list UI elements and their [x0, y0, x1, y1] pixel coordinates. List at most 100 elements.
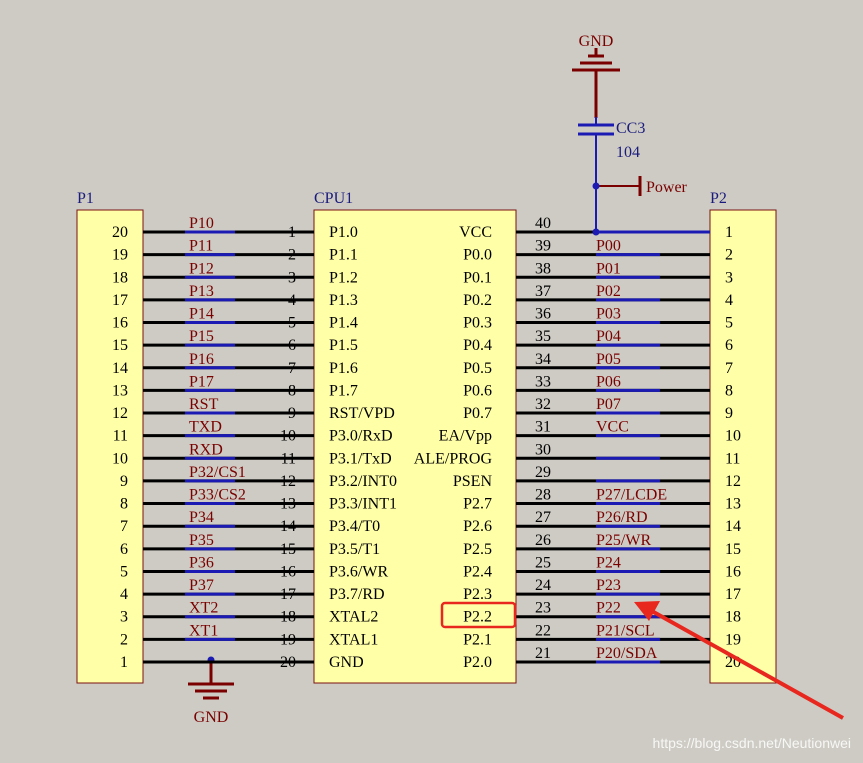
cpu-pin-number: 25	[535, 554, 551, 571]
p1-pin-number: 3	[120, 609, 128, 626]
p2-net-label: P00	[596, 238, 621, 255]
p1-net-label: P17	[189, 373, 214, 390]
gnd-bottom-label: GND	[194, 709, 229, 726]
p2-net-label: P23	[596, 577, 621, 594]
cpu-pin-name: P0.7	[463, 405, 492, 422]
power-port	[592, 176, 642, 196]
p1-net-label: XT2	[189, 600, 218, 617]
p1-net-label: P15	[189, 328, 214, 345]
p1-net-label: P37	[189, 577, 214, 594]
top-gnd-symbol	[572, 48, 620, 118]
cpu-pin-name: RST/VPD	[329, 405, 395, 422]
p2-net-label: P06	[596, 373, 621, 390]
p2-pin-number: 14	[725, 518, 741, 535]
cap-value-label: 104	[616, 144, 640, 161]
cpu-pin-number: 13	[280, 496, 296, 513]
cpu-pin-number: 6	[288, 337, 296, 354]
p1-pin-number: 6	[120, 541, 128, 558]
cpu-pin-name: P1.5	[329, 337, 358, 354]
cpu-pin-name: PSEN	[453, 473, 493, 490]
p1-net-label: TXD	[189, 419, 222, 436]
p2-pin-number: 18	[725, 609, 741, 626]
cpu-pin-number: 17	[280, 586, 296, 603]
cpu-pin-number: 1	[288, 224, 296, 241]
p2-net-label: P24	[596, 554, 621, 571]
cpu-pin-name: P2.1	[463, 631, 492, 648]
cpu-pin-number: 12	[280, 473, 296, 490]
cpu-pin-name: P1.0	[329, 224, 358, 241]
p2-pin-number: 8	[725, 382, 733, 399]
cpu-pin-number: 20	[280, 654, 296, 671]
cap-name-label: CC3	[616, 120, 645, 137]
p1-pin-number: 11	[113, 428, 128, 445]
cpu-pin-name: P1.1	[329, 247, 358, 264]
p2-net-label: P03	[596, 306, 621, 323]
p1-pin-number: 9	[120, 473, 128, 490]
cpu-pin-name: P0.2	[463, 292, 492, 309]
p2-net-label: P26/RD	[596, 509, 648, 526]
cpu-pin-number: 2	[288, 247, 296, 264]
p2-pin-number: 15	[725, 541, 741, 558]
cpu-pin-name: P0.3	[463, 315, 492, 332]
p1-pin-number: 13	[112, 382, 128, 399]
p2-pin-number: 19	[725, 631, 741, 648]
cpu-pin-number: 7	[288, 360, 296, 377]
cpu-pin-name: P1.7	[329, 382, 358, 399]
cpu-pin-name: P2.6	[463, 518, 492, 535]
cpu-pin-number: 18	[280, 609, 296, 626]
cpu-pin-name: P0.4	[463, 337, 492, 354]
p2-pin-number: 9	[725, 405, 733, 422]
cpu-pin-number: 8	[288, 382, 296, 399]
cpu-pin-name: P3.5/T1	[329, 541, 380, 558]
p2-pin-number: 11	[725, 450, 740, 467]
p1-net-label: P32/CS1	[189, 464, 246, 481]
power-label: Power	[646, 179, 688, 196]
cpu-pin-name: P0.1	[463, 269, 492, 286]
p1-net-label: P36	[189, 554, 214, 571]
cpu-pin-number: 32	[535, 396, 551, 413]
p1-pin-number: 4	[120, 586, 128, 603]
cpu-pin-number: 21	[535, 645, 551, 662]
p2-pin-number: 17	[725, 586, 741, 603]
p1-designator: P1	[77, 190, 94, 207]
cpu-pin-name: P1.6	[329, 360, 358, 377]
p1-net-label: RST	[189, 396, 219, 413]
cpu-pin-number: 24	[535, 577, 551, 594]
cpu-pin-number: 29	[535, 464, 551, 481]
cpu-pin-name: P1.4	[329, 315, 358, 332]
cpu-pin-name: P0.6	[463, 382, 492, 399]
cpu-pin-number: 30	[535, 441, 551, 458]
cpu-pin-number: 37	[535, 283, 551, 300]
p2-pin-number: 4	[725, 292, 733, 309]
p1-pin-number: 15	[112, 337, 128, 354]
p1-pin-number: 14	[112, 360, 128, 377]
p2-pin-number: 12	[725, 473, 741, 490]
cpu-pin-name: P3.6/WR	[329, 563, 388, 580]
cpu-pin-name: P3.7/RD	[329, 586, 385, 603]
p2-connector-body	[709, 209, 777, 684]
cpu-pin-number: 16	[280, 563, 296, 580]
cpu-pin-name: GND	[329, 654, 364, 671]
p2-net-label: P05	[596, 351, 621, 368]
cpu-pin-name: XTAL2	[329, 609, 378, 626]
p1-pin-number: 1	[120, 654, 128, 671]
cpu-pin-number: 9	[288, 405, 296, 422]
p1-net-label: P12	[189, 260, 214, 277]
p1-net-label: RXD	[189, 441, 223, 458]
p1-pin-number: 10	[112, 450, 128, 467]
p1-net-label: P35	[189, 532, 214, 549]
p2-designator: P2	[710, 190, 727, 207]
p2-net-label: P21/SCL	[596, 622, 655, 639]
p2-pin-number: 16	[725, 563, 741, 580]
p1-pin-number: 8	[120, 496, 128, 513]
p2-net-label: P07	[596, 396, 621, 413]
cpu-pin-number: 31	[535, 419, 551, 436]
p2-net-label: P04	[596, 328, 621, 345]
cpu-pin-name: P2.3	[463, 586, 492, 603]
watermark: https://blog.csdn.net/Neutionwei	[652, 735, 851, 751]
cpu-pin-name: VCC	[459, 224, 492, 241]
p1-net-label: P10	[189, 215, 214, 232]
p2-net-label: P20/SDA	[596, 645, 658, 662]
cpu-pin-number: 39	[535, 238, 551, 255]
